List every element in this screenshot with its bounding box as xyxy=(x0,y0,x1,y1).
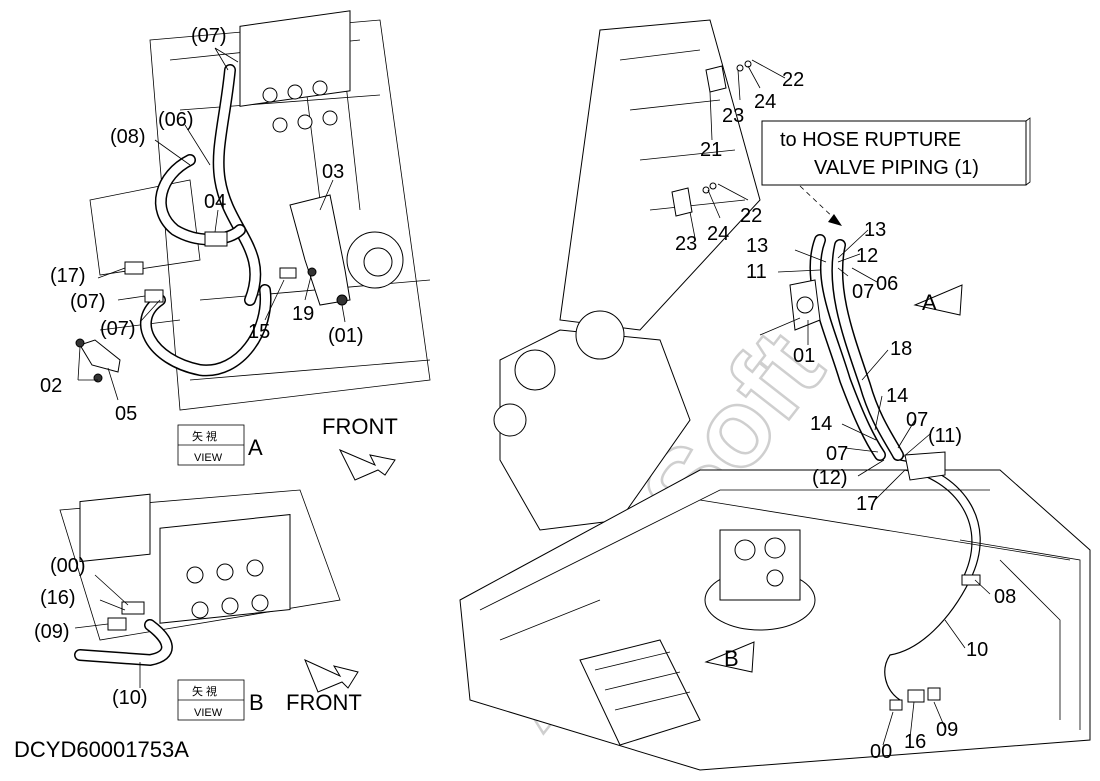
marker-a-letter: A xyxy=(922,290,937,315)
fitting-00 xyxy=(889,699,903,711)
label-14-a: 14 xyxy=(886,385,908,407)
callout-hose-rupture: to HOSE RUPTURE VALVE PIPING (1) xyxy=(761,117,1031,226)
view-b-detail: (00) (16) (09) (10) xyxy=(34,489,341,709)
swing-motor xyxy=(704,529,816,631)
fitting-09 xyxy=(927,687,941,701)
control-valve-block-a xyxy=(239,10,351,133)
bolt-02-a xyxy=(75,338,85,348)
label-10-b: (10) xyxy=(112,687,148,709)
label-08: (08) xyxy=(110,126,146,148)
label-14-b: 14 xyxy=(810,413,832,435)
label-12: 12 xyxy=(856,245,878,267)
label-02: 02 xyxy=(40,375,62,397)
label-23-top: 23 xyxy=(722,105,744,127)
label-07-ra: 07 xyxy=(906,409,928,431)
label-01: (01) xyxy=(328,325,364,347)
label-01-r: 01 xyxy=(793,345,815,367)
label-17: (17) xyxy=(50,265,86,287)
bolt-19 xyxy=(307,267,317,277)
label-15: 15 xyxy=(248,321,270,343)
marker-b: B xyxy=(704,641,755,673)
view-a-view: VIEW xyxy=(194,452,223,464)
fitting-00-b xyxy=(121,601,145,615)
label-09-b: (09) xyxy=(34,621,70,643)
fitting-16 xyxy=(907,689,925,703)
front-b-label: FRONT xyxy=(286,690,362,715)
label-22-mid: 22 xyxy=(740,205,762,227)
label-00-b: (00) xyxy=(50,555,86,577)
clamp-08 xyxy=(961,574,981,586)
view-b-letter: B xyxy=(249,690,264,715)
view-b-label-box: 矢 視 VIEW B xyxy=(177,679,264,721)
label-24-top: 24 xyxy=(754,91,776,113)
fitting-04 xyxy=(204,231,228,247)
label-07-rb: 07 xyxy=(826,443,848,465)
view-b-view: VIEW xyxy=(194,707,223,719)
label-03: 03 xyxy=(322,161,344,183)
bolt-01 xyxy=(336,294,348,306)
machine-overview: A B 22 23 24 21 23 24 22 13 13 12 11 06 … xyxy=(459,19,1091,771)
view-b-kanji: 矢 視 xyxy=(192,684,217,698)
bolt-02-b xyxy=(93,373,103,383)
control-valve-right xyxy=(579,639,701,746)
view-a-label-box: 矢 視 VIEW A xyxy=(177,424,263,466)
control-valve-block-b xyxy=(79,493,291,624)
label-12-paren: (12) xyxy=(812,467,848,489)
plate-21-mid xyxy=(671,187,693,217)
label-18: 18 xyxy=(890,338,912,360)
plate-21-top xyxy=(705,65,727,93)
label-17-r: 17 xyxy=(856,493,878,515)
label-11: 11 xyxy=(746,261,767,283)
marker-b-letter: B xyxy=(724,646,739,671)
label-11-paren: (11) xyxy=(928,425,962,447)
bracket-17 xyxy=(904,451,946,481)
label-10-r: 10 xyxy=(966,639,988,661)
label-13-b: 13 xyxy=(746,235,768,257)
view-a-letter: A xyxy=(248,435,263,460)
label-07-b: (07) xyxy=(100,318,136,340)
label-06-r: 06 xyxy=(876,273,898,295)
callout-line2: VALVE PIPING (1) xyxy=(814,157,979,179)
front-arrow-a: FRONT xyxy=(322,414,398,481)
label-19: 19 xyxy=(292,303,314,325)
label-13-a: 13 xyxy=(864,219,886,241)
label-08-r: 08 xyxy=(994,586,1016,608)
front-a-label: FRONT xyxy=(322,414,398,439)
label-06: (06) xyxy=(158,109,194,131)
boom xyxy=(559,19,761,331)
callout-line1: to HOSE RUPTURE xyxy=(780,129,961,151)
bracket-03 xyxy=(289,194,351,306)
drawing-code: DCYD60001753A xyxy=(14,737,189,762)
clamp-05 xyxy=(79,339,121,373)
fitting-15 xyxy=(279,267,297,279)
fitting-07-a xyxy=(144,289,164,303)
label-16-b: (16) xyxy=(40,587,76,609)
label-07-a: (07) xyxy=(70,291,106,313)
view-a-detail: (07) (08) (06) 04 03 (17) (07) (07) 15 1… xyxy=(40,10,431,425)
label-07-r: 07 xyxy=(852,281,874,303)
marker-a: A xyxy=(913,284,963,316)
label-24-mid: 24 xyxy=(707,223,729,245)
label-04: 04 xyxy=(204,191,226,213)
label-16-r: 16 xyxy=(904,731,926,753)
front-arrow-b: FRONT xyxy=(286,659,362,715)
label-23-mid: 23 xyxy=(675,233,697,255)
label-22-top: 22 xyxy=(782,69,804,91)
label-21: 21 xyxy=(700,139,722,161)
label-09-r: 09 xyxy=(936,719,958,741)
fitting-09-b xyxy=(107,617,127,631)
label-05: 05 xyxy=(115,403,137,425)
label-00-r: 00 xyxy=(870,741,892,763)
view-a-kanji: 矢 視 xyxy=(192,429,217,443)
label-07-top: (07) xyxy=(191,25,227,47)
fitting-17 xyxy=(124,261,144,275)
